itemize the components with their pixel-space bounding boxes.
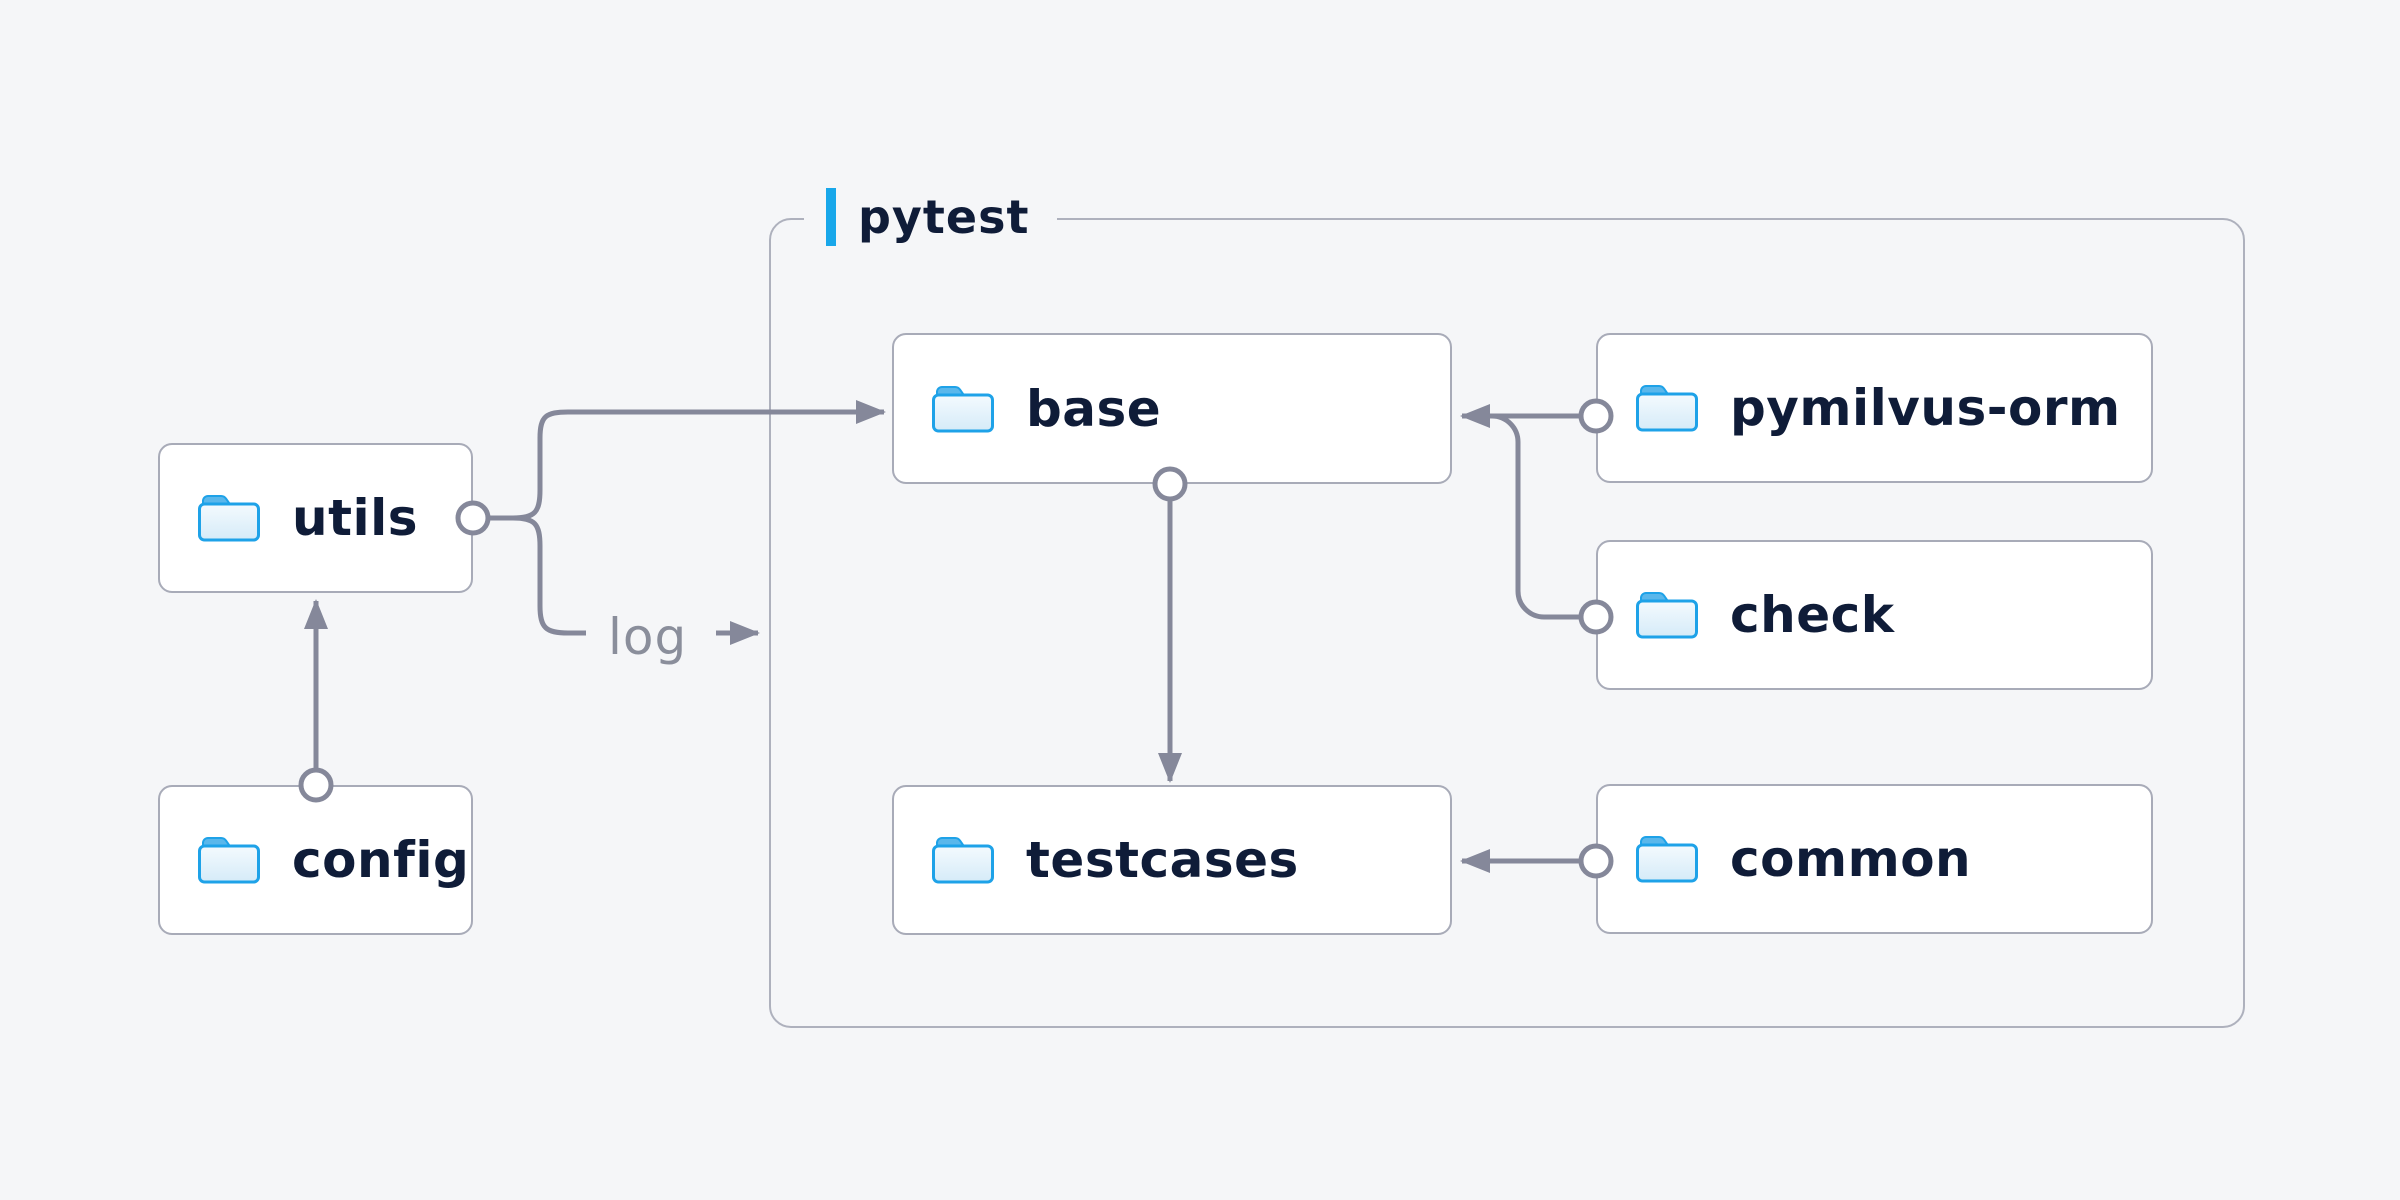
- folder-icon: [1636, 591, 1698, 639]
- folder-icon: [932, 836, 994, 884]
- node-pymilvus-orm: pymilvus-orm: [1596, 333, 2153, 483]
- node-label: config: [292, 831, 470, 889]
- pytest-group-container: [769, 218, 2245, 1028]
- node-base: base: [892, 333, 1452, 484]
- folder-icon: [198, 836, 260, 884]
- node-label: utils: [292, 489, 419, 547]
- node-utils: utils: [158, 443, 473, 593]
- folder-icon: [932, 385, 994, 432]
- accent-bar-icon: [826, 188, 836, 246]
- node-testcases: testcases: [892, 785, 1452, 935]
- node-check: check: [1596, 540, 2153, 690]
- node-label: check: [1730, 586, 1895, 644]
- node-config: config: [158, 785, 473, 935]
- log-edge-label: log: [608, 608, 688, 666]
- pytest-label: pytest: [858, 190, 1030, 244]
- node-common: common: [1596, 784, 2153, 934]
- folder-icon: [198, 494, 260, 542]
- node-label: base: [1026, 379, 1162, 438]
- node-label: pymilvus-orm: [1730, 379, 2121, 437]
- folder-icon: [1636, 384, 1698, 432]
- edge-utils-log: [512, 515, 586, 636]
- pytest-group-label: pytest: [804, 184, 1058, 250]
- folder-icon: [1636, 835, 1698, 883]
- node-label: testcases: [1026, 831, 1299, 889]
- node-label: common: [1730, 830, 1972, 888]
